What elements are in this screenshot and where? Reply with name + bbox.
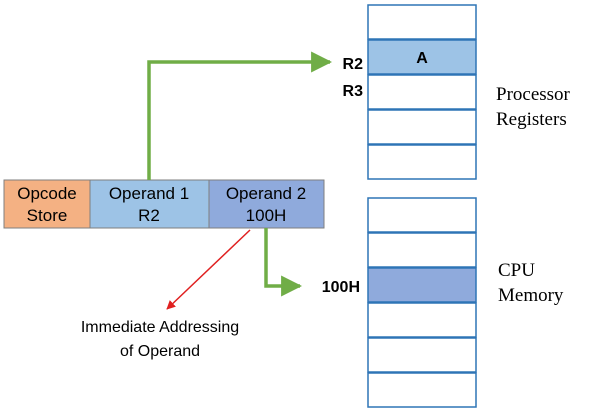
register-cell: [367, 109, 477, 145]
opcode-label: Opcode: [17, 184, 77, 203]
register-label-r3: R3: [343, 83, 364, 100]
register-value: A: [416, 50, 428, 67]
memory-cell: [367, 197, 477, 233]
operand2-label: Operand 2: [226, 184, 306, 203]
operand2-to-memory-arrow: [264, 228, 303, 297]
memory-address-label: 100H: [322, 279, 360, 296]
memory-cell: [367, 232, 477, 268]
register-cell: [367, 144, 477, 180]
operand1-box: [89, 179, 210, 229]
processor-registers: A: [367, 4, 477, 180]
memory-cell: [367, 337, 477, 373]
cpu-memory: [367, 197, 477, 408]
memory-caption-line2: Memory: [498, 285, 564, 306]
memory-caption-line1: CPU: [498, 260, 535, 281]
annotation-line2: of Operand: [120, 343, 200, 360]
operand1-value: R2: [138, 206, 160, 225]
register-label-r2: R2: [343, 56, 364, 73]
opcode-value: Store: [27, 206, 68, 225]
opcode-box: [3, 179, 91, 229]
immediate-addressing-arrow: [166, 229, 251, 310]
registers-caption-line2: Registers: [496, 109, 567, 130]
registers-caption-line1: Processor: [496, 84, 571, 105]
register-cell: [367, 4, 477, 40]
operand2-value: 100H: [246, 206, 287, 225]
operand2-box: [208, 179, 325, 229]
register-cell-r2: [367, 39, 477, 75]
memory-cell-100h: [367, 267, 477, 303]
operand1-label: Operand 1: [109, 184, 189, 203]
memory-cell: [367, 372, 477, 408]
register-cell-r3: [367, 74, 477, 110]
operand1-to-r2-arrow: [147, 51, 333, 180]
memory-cell: [367, 302, 477, 338]
annotation-line1: Immediate Addressing: [81, 319, 239, 336]
instruction-format: Opcode Store Operand 1 R2 Operand 2 100H: [3, 179, 325, 229]
